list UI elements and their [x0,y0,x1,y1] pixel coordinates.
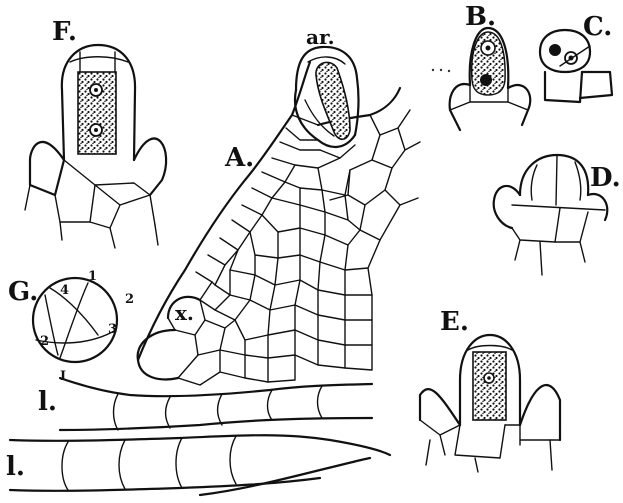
g-number-2-right: 2 [125,292,134,307]
label-c: C. [583,12,612,42]
panel-f-archegonium [25,45,166,248]
panel-a-tissue [10,47,420,495]
label-ar: ar. [306,25,335,49]
panel-e-archegonium [420,335,560,472]
label-g: G. [8,277,38,307]
label-a: A. [224,143,254,173]
g-number-1: 1 [88,269,97,284]
label-f: F. [52,17,77,47]
label-b: B. [465,2,496,32]
label-l-lower: l. [6,452,25,482]
panel-b-cell [432,28,530,130]
g-number-4: 4 [60,283,69,298]
panel-g-spore [33,278,117,362]
g-number-2-left: 2 [40,334,49,349]
label-x: x. [175,301,194,325]
label-d: D. [590,163,621,193]
label-l-upper: l. [38,387,57,417]
label-e: E. [440,307,469,337]
g-number-i: I [60,369,66,384]
g-number-3: 3 [108,322,117,337]
